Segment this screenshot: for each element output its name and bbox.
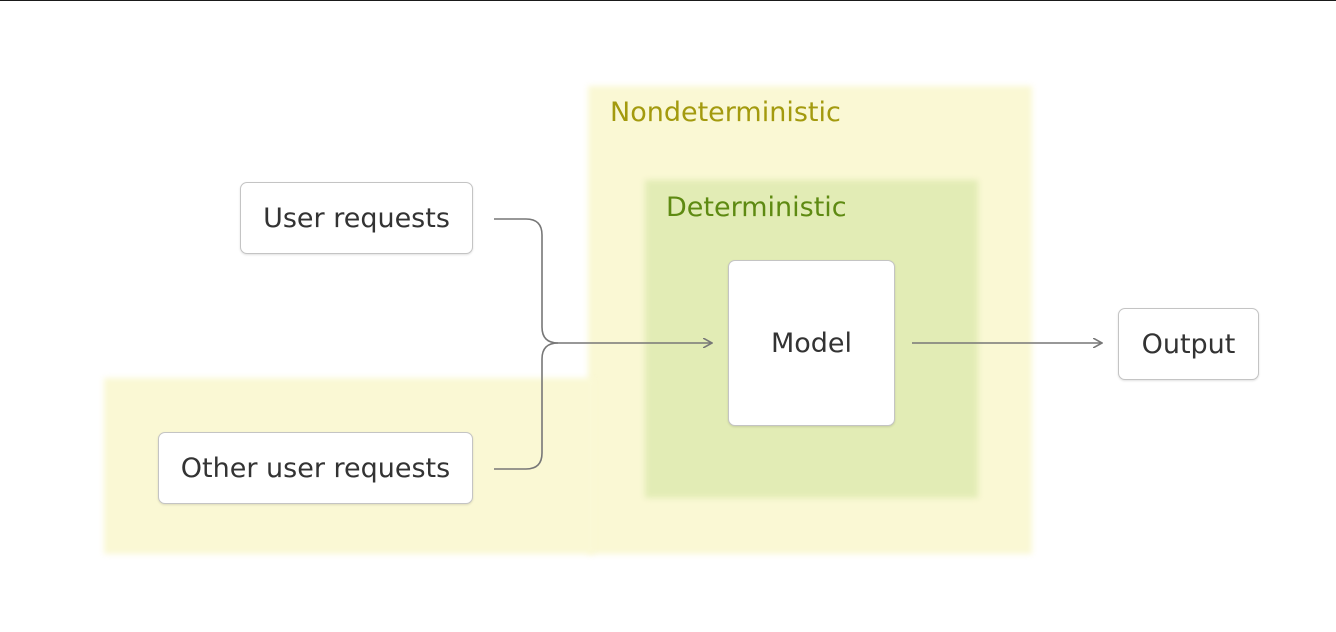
deterministic-label: Deterministic	[666, 192, 847, 223]
other-user-requests-node: Other user requests	[158, 432, 473, 504]
user-requests-label: User requests	[263, 202, 450, 234]
user-requests-node: User requests	[240, 182, 473, 254]
other-user-requests-label: Other user requests	[180, 452, 451, 484]
output-node: Output	[1118, 308, 1259, 380]
model-label: Model	[770, 327, 853, 359]
output-label: Output	[1141, 328, 1236, 360]
edge-user-requests-to-model	[494, 218, 559, 344]
nondeterministic-label: Nondeterministic	[610, 97, 841, 128]
model-node: Model	[728, 260, 895, 426]
edge-other-user-requests-to-model	[494, 342, 559, 470]
top-border-line	[0, 0, 1336, 1]
